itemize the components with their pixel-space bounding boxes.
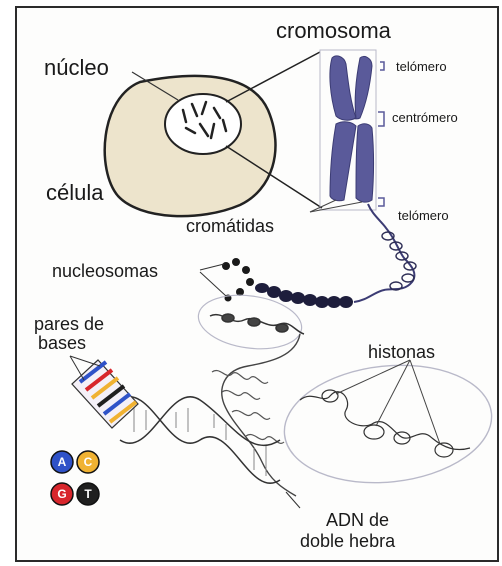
chromosome: [330, 56, 374, 202]
chromosome-label: cromosoma: [276, 18, 392, 43]
base-pair-ladder: [72, 360, 138, 428]
base-g-letter: G: [57, 487, 66, 501]
centromere-label: centrómero: [392, 110, 458, 125]
histone-pointer-2: [376, 360, 410, 426]
histone-region-content: [300, 390, 470, 457]
telomere-bottom-bracket: [378, 198, 384, 206]
double-helix: [120, 397, 280, 483]
base-badges: A C G T: [51, 451, 99, 505]
helix-rungs: [134, 408, 266, 476]
telomere-top-bracket: [380, 62, 384, 70]
nucleosomes-label: nucleosomas: [52, 261, 158, 281]
dna-coil-middle: [212, 370, 284, 443]
telomere-top-label: telómero: [396, 59, 447, 74]
cell-label: célula: [46, 180, 104, 205]
histone-pointer-3: [410, 360, 440, 444]
centromere-bracket: [378, 112, 384, 126]
fiber-coils: [382, 232, 416, 290]
base-pairs-label-line1: pares de: [34, 314, 104, 334]
telomere-bottom-label: telómero: [398, 208, 449, 223]
dna-label-line1: ADN de: [326, 510, 389, 530]
base-c-letter: C: [84, 455, 93, 469]
solenoid-fiber: [255, 283, 353, 308]
nucleus-label: núcleo: [44, 55, 109, 80]
chromatids-label: cromátidas: [186, 216, 274, 236]
base-pairs-label-line2: bases: [38, 333, 86, 353]
base-a-letter: A: [58, 455, 67, 469]
histone-region: [279, 355, 498, 492]
nucleosome-pointer-1: [200, 264, 224, 270]
nucleosome-region-content: [210, 314, 304, 334]
nucleus-shape: [165, 94, 241, 154]
histones-label: histonas: [368, 342, 435, 362]
nucleosome-pointer-2: [200, 272, 226, 296]
base-t-letter: T: [84, 487, 92, 501]
zoom-line-top: [226, 52, 320, 102]
dna-label-line2: doble hebra: [300, 531, 396, 551]
histone-pointer-1: [336, 360, 410, 394]
